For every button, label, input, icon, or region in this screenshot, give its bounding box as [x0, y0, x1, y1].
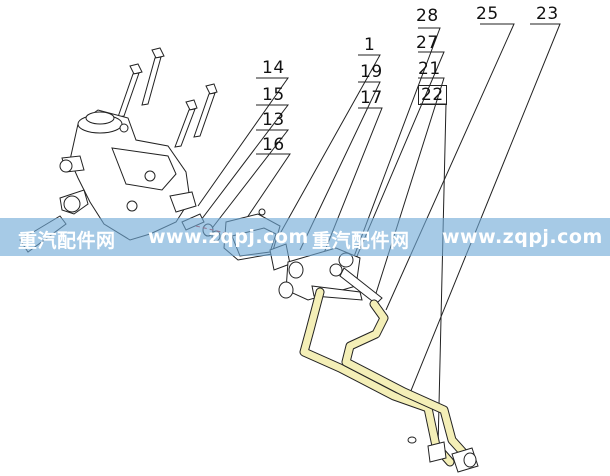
pipes	[299, 287, 475, 467]
leader-23	[407, 23, 561, 399]
top-nut	[119, 123, 129, 133]
callout-28: 28	[416, 6, 439, 26]
pipe-23-fill	[342, 300, 474, 464]
callout-25: 25	[476, 4, 499, 24]
leader-27	[345, 51, 445, 283]
callout-21: 21	[418, 59, 441, 79]
callout-22: 22	[418, 85, 447, 105]
callout-17: 17	[360, 88, 383, 108]
part-21-stud	[311, 285, 363, 301]
bolt-head	[185, 99, 198, 111]
leader-25	[385, 23, 515, 311]
bolt-shank	[141, 56, 162, 106]
callout-16: 16	[262, 135, 285, 155]
leader-13	[205, 129, 290, 237]
leader-14	[197, 77, 289, 207]
bolts	[117, 47, 218, 148]
callout-1: 1	[364, 35, 376, 55]
bracket-hole	[63, 195, 81, 213]
bolt-head	[129, 63, 143, 75]
bolt-shank	[117, 72, 140, 118]
watermark-band: 重汽配件网 www.zqpj.com 重汽配件网 www.zqpj.com	[0, 218, 610, 256]
block-port	[278, 281, 294, 299]
housing-face	[111, 147, 177, 191]
callout-14: 14	[262, 58, 285, 78]
pipe-25-fill	[300, 288, 454, 466]
fitting-ring	[407, 436, 417, 444]
callout-15: 15	[262, 85, 285, 105]
bolt-head	[151, 47, 165, 59]
callout-13: 13	[262, 110, 285, 130]
end-fittings	[407, 436, 479, 473]
watermark-brand-cn: 重汽配件网	[18, 230, 116, 252]
part-27-nut	[329, 263, 343, 277]
fitting-22	[427, 441, 447, 463]
leader-19	[299, 81, 381, 251]
leader-15	[197, 104, 290, 225]
junction-block	[278, 247, 383, 305]
bolt-head	[205, 83, 218, 95]
leader-28	[351, 27, 441, 263]
watermark-url: www.zqpj.com	[442, 226, 603, 248]
callout-27: 27	[416, 33, 439, 53]
block-port	[288, 261, 304, 279]
valve-body	[19, 109, 197, 253]
bolt-shank	[193, 92, 216, 138]
face-bolt	[144, 170, 156, 182]
leader-1	[271, 54, 381, 249]
watermark-brand-cn: 重汽配件网	[312, 230, 410, 252]
actuator-cap	[85, 111, 115, 125]
leader-16	[231, 153, 291, 241]
callout-19: 19	[360, 62, 383, 82]
leader-17	[317, 107, 383, 269]
bolt-shank	[174, 108, 196, 148]
watermark-url: www.zqpj.com	[148, 226, 309, 248]
cover-screw	[258, 208, 266, 216]
outlet-flange	[169, 191, 197, 213]
side-port-fitting	[59, 159, 73, 173]
face-bolt	[126, 200, 138, 212]
callout-23: 23	[536, 4, 559, 24]
fitting-nut	[463, 452, 477, 468]
leader-lines	[197, 23, 561, 449]
